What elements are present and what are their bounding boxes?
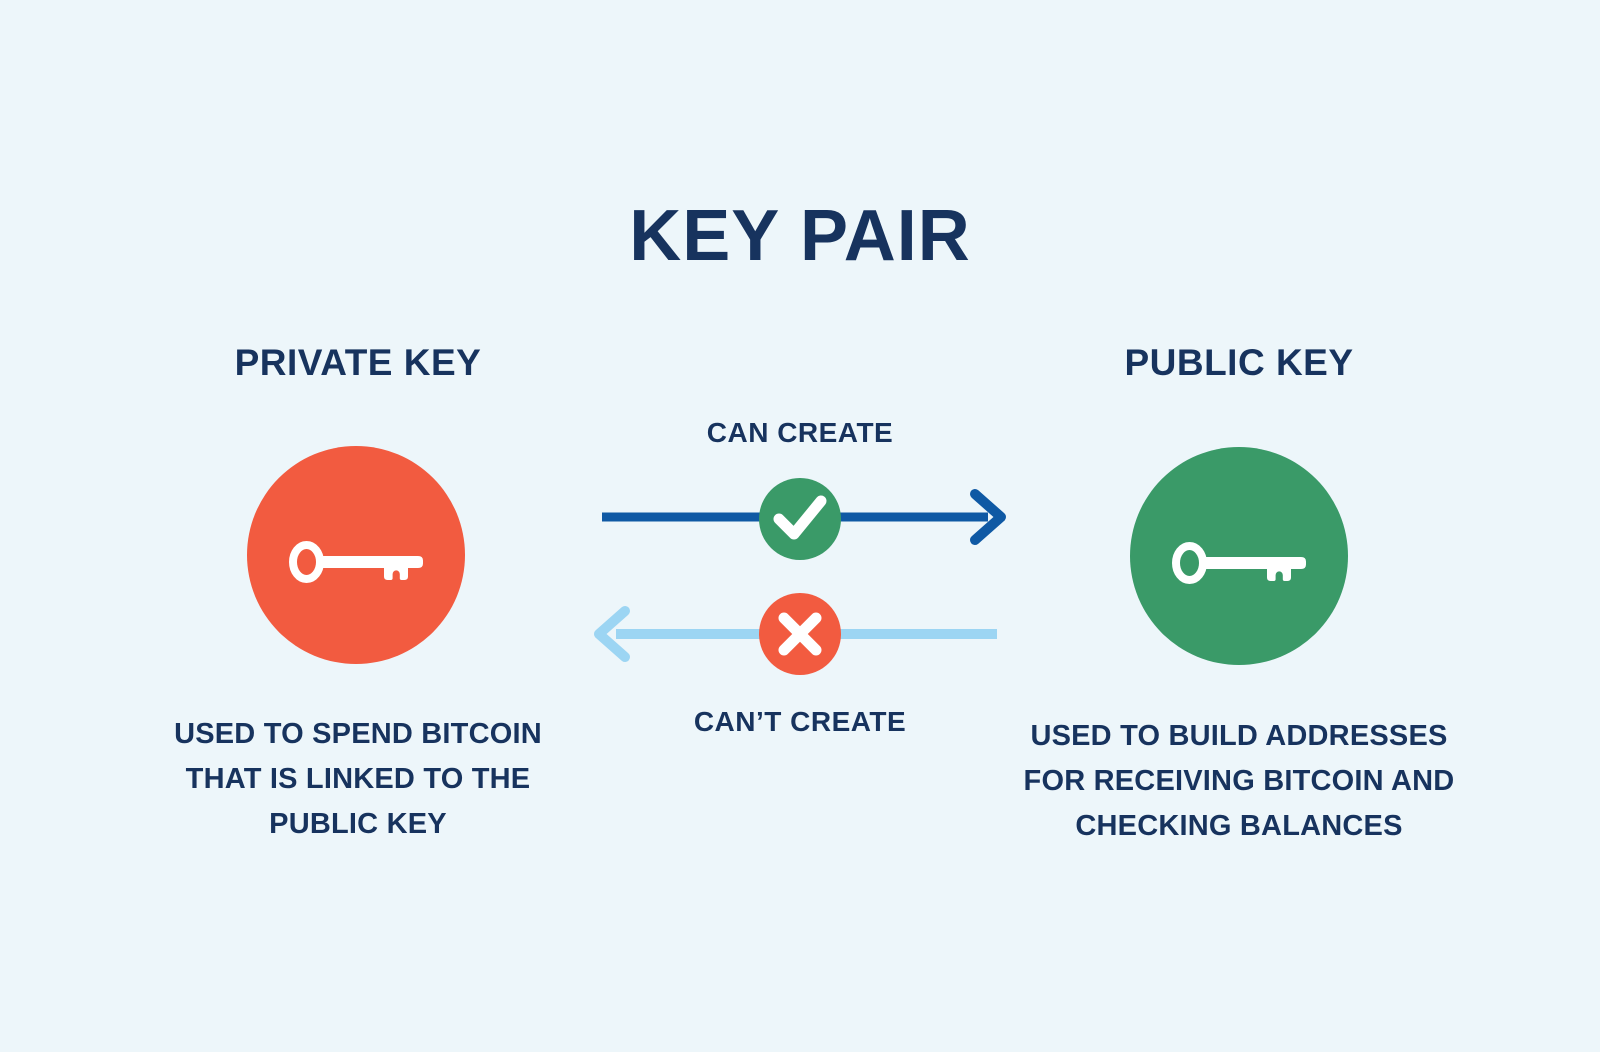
can-create-label: CAN CREATE xyxy=(706,417,894,448)
x-icon xyxy=(759,593,841,675)
private-key-circle xyxy=(247,446,465,664)
page-title: KEY PAIR xyxy=(629,196,971,276)
description-line: CHECKING BALANCES xyxy=(1075,810,1403,842)
private-key-heading: PRIVATE KEY xyxy=(234,342,482,383)
description-line: PUBLIC KEY xyxy=(269,808,447,840)
private-key-description: USED TO SPEND BITCOIN THAT IS LINKED TO … xyxy=(98,712,618,847)
public-key-heading: PUBLIC KEY xyxy=(1124,342,1354,383)
key-icon xyxy=(1172,526,1306,586)
cant-create-label: CAN’T CREATE xyxy=(693,706,907,737)
public-key-circle xyxy=(1130,447,1348,665)
description-line: FOR RECEIVING BITCOIN AND xyxy=(1023,765,1455,797)
description-line: THAT IS LINKED TO THE xyxy=(185,763,531,795)
description-line: USED TO BUILD ADDRESSES xyxy=(1030,720,1448,752)
key-icon xyxy=(289,525,423,585)
checkmark-icon xyxy=(759,478,841,560)
public-key-description: USED TO BUILD ADDRESSES FOR RECEIVING BI… xyxy=(979,714,1499,849)
description-line: USED TO SPEND BITCOIN xyxy=(174,718,542,750)
